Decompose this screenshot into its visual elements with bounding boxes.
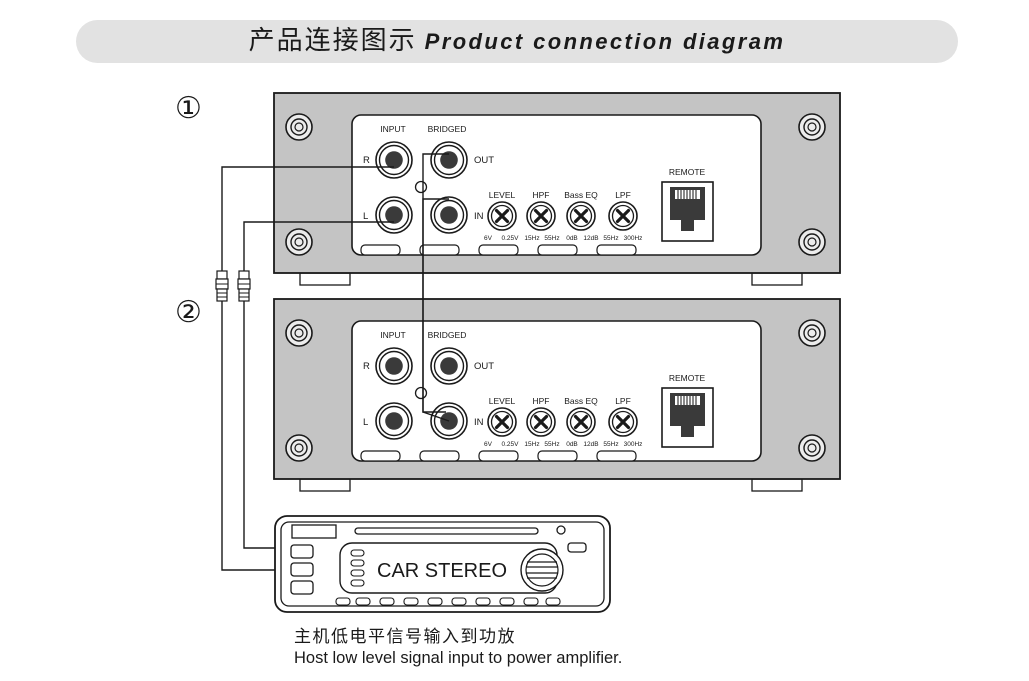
page-title: 产品连接图示 Product connection diagram (76, 20, 958, 63)
knob-hpf-min: 15Hz (524, 235, 539, 242)
r-label: R (363, 361, 370, 372)
in-label: IN (474, 417, 484, 428)
rca-bridged-out-icon (430, 141, 468, 179)
knob-hpf-label: HPF (533, 190, 550, 200)
remote-label: REMOTE (669, 373, 706, 383)
rca-input-l-icon (375, 402, 413, 440)
caption-en: Host low level signal input to power amp… (294, 649, 623, 667)
level-knob-icon (486, 200, 518, 232)
knob-lpf-min: 55Hz (603, 441, 618, 448)
title-bar: 产品连接图示 Product connection diagram (76, 20, 958, 63)
amplifier-top: INPUT BRIDGED R L OUT IN LEVEL HPF Bass … (273, 92, 841, 286)
lpf-knob-icon (607, 406, 639, 438)
knob-level-max: 0.25V (502, 441, 520, 448)
bridged-label: BRIDGED (428, 330, 467, 340)
out-label: OUT (474, 361, 494, 372)
screw-icon (798, 434, 826, 462)
knob-basseq-min: 0dB (566, 235, 578, 242)
rca-bridged-in-icon (430, 196, 468, 234)
bridged-label: BRIDGED (428, 124, 467, 134)
basseq-knob-icon (565, 406, 597, 438)
r-label: R (363, 155, 370, 166)
knob-hpf-max: 55Hz (544, 235, 559, 242)
car-stereo: CAR STEREO (274, 515, 611, 613)
knob-level-label: LEVEL (489, 396, 516, 406)
level-knob-icon (486, 406, 518, 438)
title-en: Product connection diagram (424, 29, 786, 54)
amplifier-bottom: INPUT BRIDGED R L OUT IN LEVEL HPF Bass … (273, 298, 841, 492)
knob-level-min: 6V (484, 235, 493, 242)
knob-lpf-min: 55Hz (603, 235, 618, 242)
knob-hpf-max: 55Hz (544, 441, 559, 448)
knob-level-max: 0.25V (502, 235, 520, 242)
caption-cn: 主机低电平信号输入到功放 (294, 627, 516, 647)
l-label: L (363, 417, 368, 428)
knob-basseq-min: 0dB (566, 441, 578, 448)
knob-lpf-label: LPF (615, 190, 631, 200)
remote-port-icon (661, 181, 714, 242)
rca-plug-icon (237, 270, 251, 302)
car-stereo-label: CAR STEREO (377, 560, 507, 582)
knob-basseq-max: 12dB (583, 441, 598, 448)
signal-cables (221, 153, 450, 571)
knob-basseq-label: Bass EQ (564, 396, 598, 406)
screw-icon (285, 228, 313, 256)
knob-lpf-max: 300Hz (624, 441, 643, 448)
step-1-marker: ① (175, 92, 202, 125)
rca-plug-icon (215, 270, 229, 302)
rca-input-r-icon (375, 347, 413, 385)
l-label: L (363, 211, 368, 222)
title-cn: 产品连接图示 (248, 26, 417, 56)
screw-icon (285, 434, 313, 462)
knob-hpf-label: HPF (533, 396, 550, 406)
step-2-marker: ② (175, 296, 202, 329)
in-label: IN (474, 211, 484, 222)
hpf-knob-icon (525, 200, 557, 232)
remote-port-icon (661, 387, 714, 448)
screw-icon (798, 113, 826, 141)
knob-lpf-label: LPF (615, 396, 631, 406)
remote-label: REMOTE (669, 167, 706, 177)
input-label: INPUT (380, 124, 406, 134)
lpf-knob-icon (607, 200, 639, 232)
screw-icon (285, 113, 313, 141)
knob-basseq-max: 12dB (583, 235, 598, 242)
hpf-knob-icon (525, 406, 557, 438)
rca-input-r-icon (375, 141, 413, 179)
caption: 主机低电平信号输入到功放 Host low level signal input… (294, 626, 622, 668)
screw-icon (798, 319, 826, 347)
input-label: INPUT (380, 330, 406, 340)
knob-lpf-max: 300Hz (624, 235, 643, 242)
basseq-knob-icon (565, 200, 597, 232)
knob-basseq-label: Bass EQ (564, 190, 598, 200)
out-label: OUT (474, 155, 494, 166)
knob-hpf-min: 15Hz (524, 441, 539, 448)
screw-icon (798, 228, 826, 256)
rca-input-l-icon (375, 196, 413, 234)
volume-knob-icon (520, 548, 564, 592)
screw-icon (285, 319, 313, 347)
knob-level-min: 6V (484, 441, 493, 448)
knob-level-label: LEVEL (489, 190, 516, 200)
rca-bridged-out-icon (430, 347, 468, 385)
